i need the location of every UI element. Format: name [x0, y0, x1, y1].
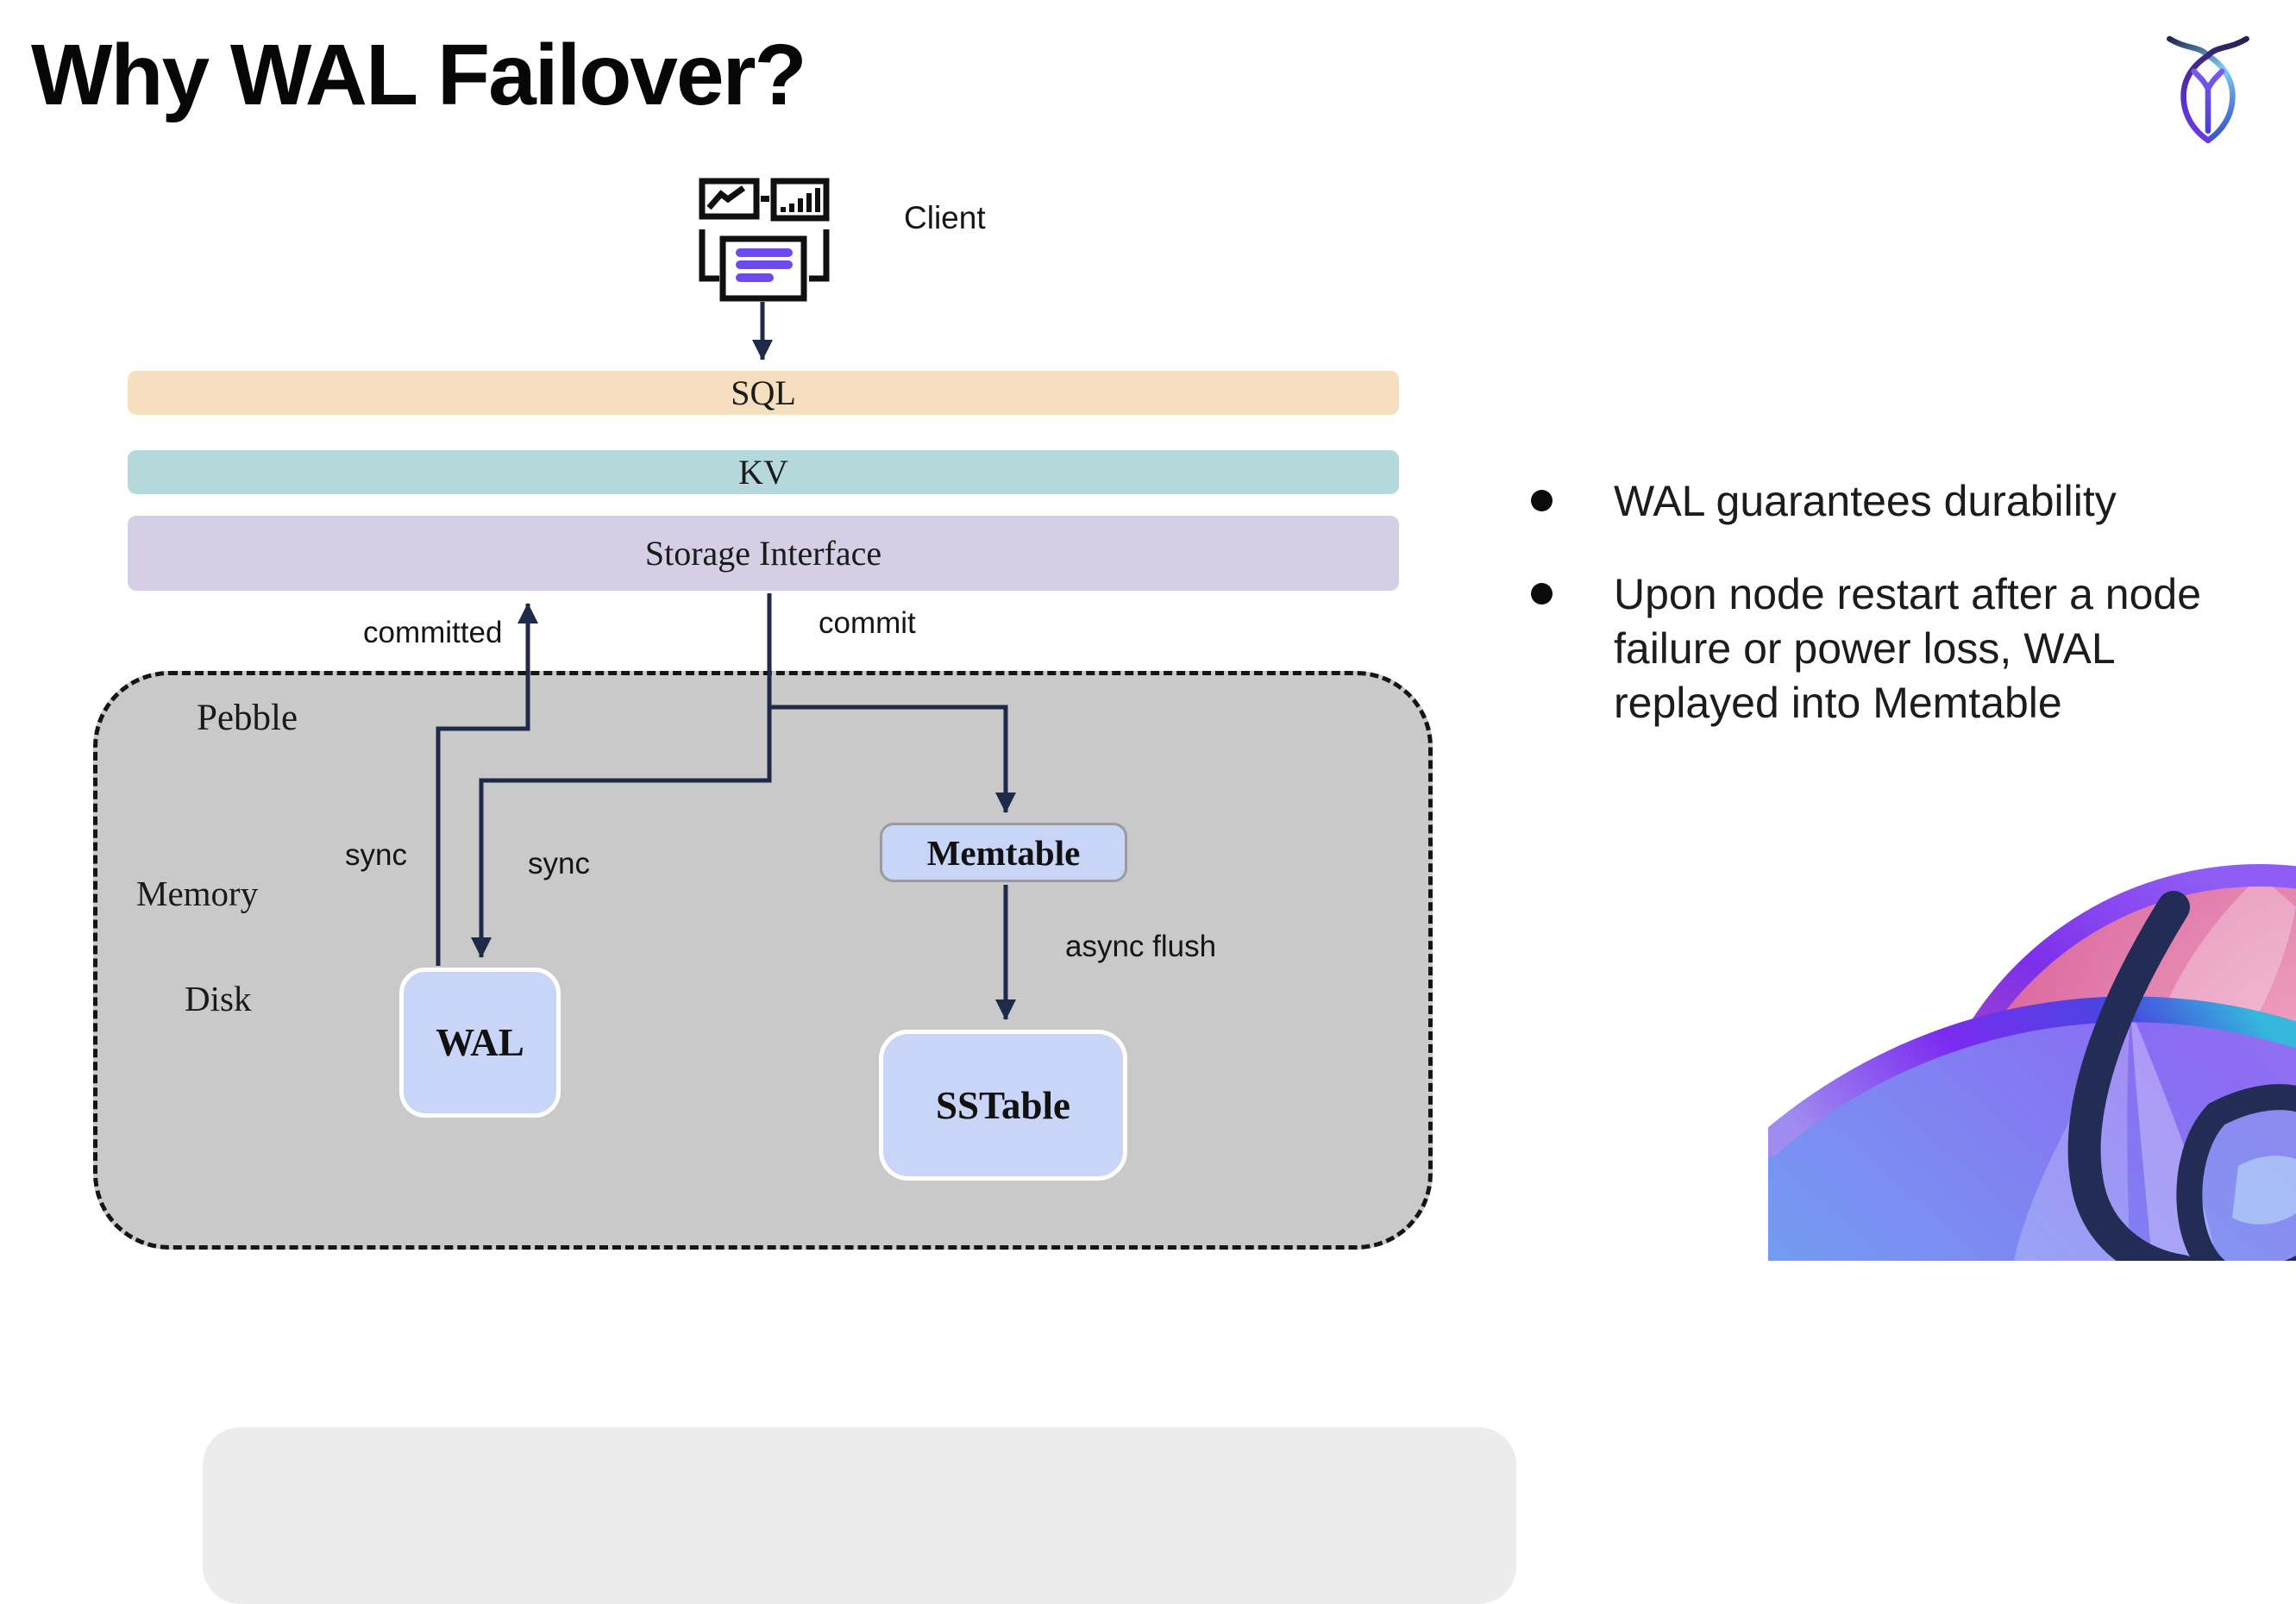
brand-corner-art	[1768, 864, 2296, 1261]
bullet-dot-icon	[1531, 583, 1553, 605]
edge-label-async-flush: async flush	[1065, 930, 1217, 963]
disk-label: Disk	[185, 979, 252, 1018]
client-app-icon	[699, 178, 830, 302]
memtable-node: Memtable	[880, 823, 1127, 882]
pebble-container	[93, 671, 1516, 1604]
memory-band	[203, 1427, 1516, 1604]
wal-node-label: WAL	[436, 1021, 524, 1064]
edge-label-committed: committed	[363, 616, 503, 649]
blue-arc	[1768, 996, 2296, 1157]
layer-kv-label: KV	[738, 453, 788, 492]
edge-label-sync-right: sync	[528, 847, 590, 880]
bullet-list: WAL guarantees durability Upon node rest…	[1531, 474, 2273, 769]
roach-glyph-leaf-inner	[2232, 1156, 2296, 1225]
edge-label-sync-left: sync	[345, 838, 407, 872]
slide-canvas: Why WAL Failover?	[31, 27, 2296, 1604]
bullet-dot-icon	[1531, 490, 1553, 511]
roach-glyph-spine	[2067, 891, 2195, 1261]
page-title: Why WAL Failover?	[31, 27, 807, 123]
bracket-left-icon	[699, 229, 719, 282]
bullet-text: WAL guarantees durability	[1614, 477, 2117, 525]
cockroachdb-logo-icon	[2167, 35, 2249, 144]
edge-label-commit: commit	[819, 606, 916, 640]
line-chart-icon	[699, 178, 760, 220]
layer-sql: SQL	[128, 371, 1399, 415]
memory-label: Memory	[136, 874, 259, 913]
layer-sql-label: SQL	[731, 373, 796, 412]
memtable-node-label: Memtable	[926, 832, 1081, 873]
sstable-node: SSTable	[879, 1030, 1127, 1181]
layer-storage-interface: Storage Interface	[128, 516, 1399, 591]
sstable-node-label: SSTable	[936, 1083, 1070, 1127]
bullet-text: Upon node restart after a node failure o…	[1614, 570, 2202, 727]
wal-node: WAL	[399, 968, 561, 1118]
bracket-right-icon	[809, 229, 830, 282]
layer-storage-label: Storage Interface	[644, 534, 882, 573]
bullet-item: WAL guarantees durability	[1531, 474, 2273, 529]
client-label: Client	[904, 200, 986, 235]
pebble-label: Pebble	[197, 698, 298, 738]
bullet-item: Upon node restart after a node failure o…	[1531, 567, 2273, 730]
layer-kv: KV	[128, 450, 1399, 494]
